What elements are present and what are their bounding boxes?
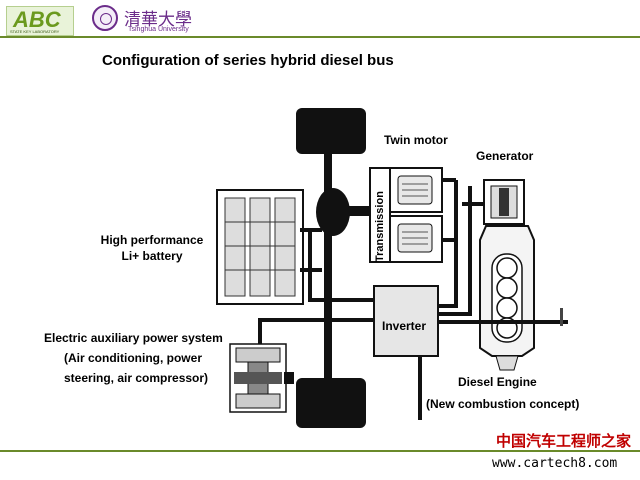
generator-label: Generator [476, 149, 534, 163]
university-name-cn: 清華大學 [124, 10, 192, 30]
header-divider [0, 36, 640, 38]
aux-label-line3: steering, air compressor) [64, 371, 209, 385]
twin-motor-label: Twin motor [384, 133, 448, 147]
front-wheel [296, 108, 366, 154]
slide-title: Configuration of series hybrid diesel bu… [102, 52, 394, 69]
watermark-url: www.cartech8.com [492, 456, 618, 471]
footer-divider [0, 450, 640, 452]
aux-label-line1: Electric auxiliary power system [44, 331, 223, 345]
drive-shaft [349, 206, 369, 216]
twin-motor [389, 167, 456, 263]
lab-logo-text: ABC [13, 7, 61, 32]
auxiliary-power-unit [229, 343, 294, 413]
battery-pack [216, 189, 304, 305]
wiring [258, 180, 568, 420]
inverter-label: Inverter [382, 319, 427, 333]
university-name-en: Tsinghua University [128, 26, 189, 33]
differential [316, 188, 350, 236]
text-cursor [560, 308, 563, 326]
watermark-cn: 中国汽车工程师之家 [496, 433, 632, 450]
transmission-label: Transmission [372, 191, 464, 262]
rear-wheel [296, 378, 366, 428]
lab-logo-subtitle: STATE KEY LABORATORY [10, 29, 60, 34]
diesel-engine [479, 225, 535, 371]
battery-label-line1: High performance [100, 233, 204, 247]
drive-axle [324, 154, 332, 378]
lab-logo: ABC STATE KEY LABORATORY [6, 6, 74, 36]
tsinghua-seal-icon [92, 5, 118, 31]
generator [483, 179, 525, 225]
battery-label-line2: Li+ battery [121, 249, 183, 263]
inverter-box [373, 285, 439, 357]
aux-label-line2: (Air conditioning, power [64, 351, 202, 365]
engine-label-line2: (New combustion concept) [426, 397, 580, 411]
engine-label-line1: Diesel Engine [458, 375, 537, 389]
